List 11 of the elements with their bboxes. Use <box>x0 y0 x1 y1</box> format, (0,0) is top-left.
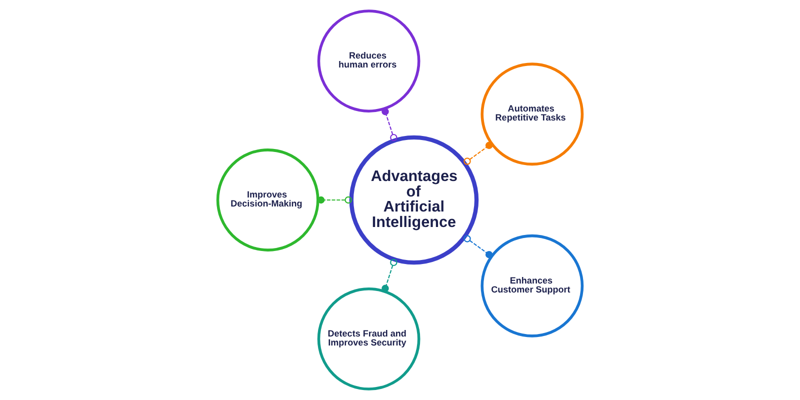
node-circle: Enhances Customer Support <box>480 234 584 338</box>
connector <box>382 258 398 292</box>
connector <box>382 108 398 142</box>
connector <box>464 235 493 258</box>
node-circle: Automates Repetitive Tasks <box>480 62 584 166</box>
node-circle: Detects Fraud and Improves Security <box>317 288 420 390</box>
node-circle: Improves Decision-Making <box>216 148 320 252</box>
node-circle: Advantages of Artificial Intelligence <box>349 135 479 265</box>
node-circle: Reduces human errors <box>317 10 420 112</box>
connector <box>464 142 493 165</box>
connector <box>317 196 352 204</box>
